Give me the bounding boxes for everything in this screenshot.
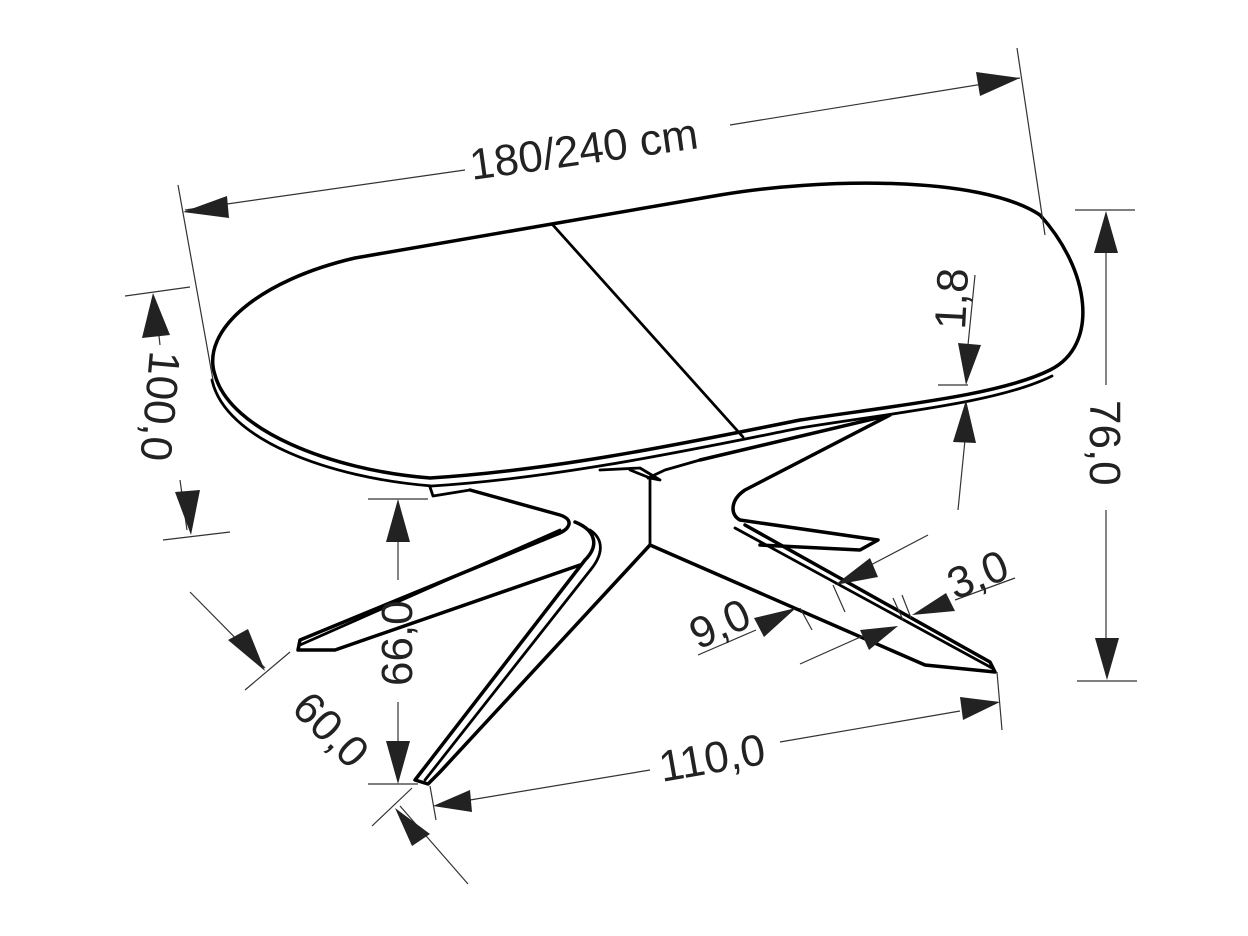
arrow-icon <box>835 558 878 585</box>
leg-back-right <box>698 413 892 552</box>
leg-thickness-label: 3,0 <box>940 541 1015 609</box>
leg-depth-label: 60,0 <box>283 682 378 777</box>
leg-front-left <box>413 520 652 786</box>
support-frame <box>428 458 702 498</box>
dimension-height: 76,0 <box>1075 209 1137 682</box>
arrow-icon <box>953 400 976 443</box>
arrow-icon <box>960 697 1000 720</box>
dimension-clearance: 66,0 <box>368 498 428 785</box>
top-thickness-label: 1,8 <box>926 267 978 331</box>
arrow-icon <box>976 72 1020 96</box>
leg-front-right-edge <box>733 526 994 670</box>
table-top-outline <box>211 181 1085 480</box>
leg-width-label: 9,0 <box>682 589 758 659</box>
arrow-icon <box>386 741 410 784</box>
table-top-edge <box>210 374 1054 488</box>
arrow-icon <box>958 343 981 385</box>
width-label: 100,0 <box>130 349 188 463</box>
arrow-icon <box>433 790 472 812</box>
arrow-icon <box>754 608 796 637</box>
length-label: 180/240 cm <box>467 109 702 190</box>
table-top <box>210 181 1085 488</box>
leg-front-right <box>648 523 997 674</box>
arrow-icon <box>386 499 410 542</box>
arrow-icon <box>1095 638 1119 680</box>
dimension-leg-thickness: 3,0 <box>832 534 1015 621</box>
arrow-icon <box>183 196 229 218</box>
leg-length-label: 110,0 <box>655 725 769 792</box>
arrow-icon <box>395 808 430 846</box>
clearance-label: 66,0 <box>373 600 422 686</box>
extension-split-line <box>550 222 745 439</box>
leg-back-left-edge <box>298 528 562 647</box>
dimension-width: 100,0 <box>124 286 231 541</box>
arrow-icon <box>142 293 170 338</box>
height-label: 76,0 <box>1080 400 1129 486</box>
arrow-icon <box>175 490 200 535</box>
leg-front-left-edge <box>423 528 602 782</box>
table-base <box>296 413 997 786</box>
arrow-icon <box>860 626 898 650</box>
arrow-icon <box>1094 211 1118 253</box>
dimension-leg-depth: 60,0 <box>189 591 469 885</box>
arrow-icon <box>912 593 955 615</box>
arrow-icon <box>228 629 265 671</box>
dimension-leg-length: 110,0 <box>429 671 1003 821</box>
dimension-top-thickness: 1,8 <box>926 267 981 511</box>
